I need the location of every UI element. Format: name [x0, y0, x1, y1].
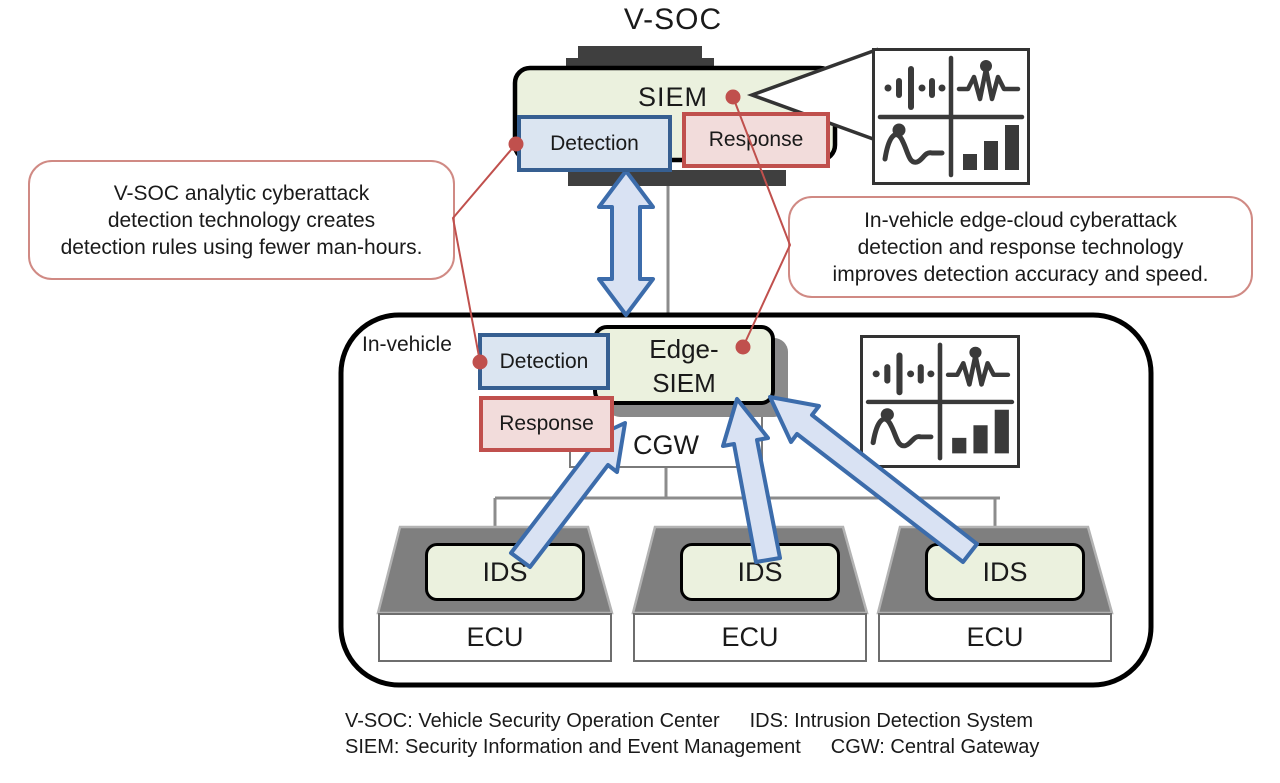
vehicle-detection-label: Detection — [499, 349, 589, 373]
ids1-box: IDS — [425, 543, 585, 601]
legend-cgw: CGW: Central Gateway — [830, 736, 1040, 758]
legend-row-2: SIEM: Security Information and Event Man… — [345, 734, 1039, 760]
vehicle-label: In-vehicle — [362, 333, 452, 356]
monitor-panel-2 — [860, 335, 1020, 468]
callout-left-line2: detection technology creates — [107, 208, 376, 232]
server-bottom-bar — [568, 170, 786, 186]
callout-left: V-SOC analytic cyberattack detection tec… — [28, 160, 455, 280]
callout-right-line2: detection and response technology — [857, 235, 1184, 259]
legend-siem: SIEM: Security Information and Event Man… — [345, 736, 801, 758]
ids3-label: IDS — [982, 556, 1028, 587]
ecu1-box: ECU — [378, 613, 612, 662]
edge-siem-label-line2: SIEM — [652, 368, 716, 398]
ecu2-box: ECU — [633, 613, 867, 662]
left-callout-connector-line — [451, 143, 517, 363]
ecu3-box: ECU — [878, 613, 1112, 662]
cgw-label: CGW — [633, 430, 699, 460]
edge-siem-label-line1: Edge- — [649, 334, 719, 364]
callout-right: In-vehicle edge-cloud cyberattack detect… — [788, 196, 1253, 298]
soc-response-label: Response — [708, 128, 804, 151]
callout-right-line1: In-vehicle edge-cloud cyberattack — [864, 208, 1177, 232]
monitor-panel-2-pointer — [775, 349, 866, 438]
monitor-panel-glyphs — [877, 55, 1025, 178]
soc-detection-box: Detection — [517, 115, 672, 172]
server-top-bar — [578, 46, 702, 61]
callout-left-line3: detection rules using fewer man-hours. — [60, 235, 423, 259]
callout-right-line3: improves detection accuracy and speed. — [832, 262, 1209, 286]
monitor-panel-1 — [872, 48, 1030, 185]
ecu3-label: ECU — [966, 622, 1024, 652]
legend-row-1: V-SOC: Vehicle Security Operation Center… — [345, 708, 1039, 734]
bar-chart-icon — [963, 125, 1019, 170]
vehicle-response-label: Response — [499, 412, 594, 435]
ids2-box: IDS — [680, 543, 840, 601]
edge-siem-box: Edge- SIEM — [593, 325, 775, 405]
soc-detection-label: Detection — [550, 131, 639, 155]
callout-left-line1: V-SOC analytic cyberattack — [113, 181, 370, 205]
ecg-peak-icon — [956, 60, 1021, 102]
monitor-panel-glyphs — [863, 338, 1017, 465]
siem-label: SIEM — [637, 81, 708, 112]
legend-ids: IDS: Intrusion Detection System — [749, 710, 1034, 732]
cloud-vehicle-double-arrow — [597, 169, 655, 317]
legend-vsoc: V-SOC: Vehicle Security Operation Center — [345, 710, 720, 732]
legend: V-SOC: Vehicle Security Operation Center… — [345, 708, 1039, 760]
vehicle-detection-box: Detection — [478, 333, 610, 390]
pulse-wave-icon — [882, 123, 945, 165]
page-title: V-SOC — [623, 3, 723, 36]
signal-bars-icon — [884, 66, 946, 110]
vehicle-response-box: Response — [479, 396, 614, 452]
ids3-box: IDS — [925, 543, 1085, 601]
ids1-label: IDS — [482, 556, 528, 587]
ecu1-label: ECU — [466, 622, 524, 652]
server-top-base-bar — [566, 58, 714, 72]
ecu2-label: ECU — [721, 622, 779, 652]
cgw-ecu-connectors — [493, 466, 1000, 530]
ids2-label: IDS — [737, 556, 783, 587]
soc-response-box: Response — [682, 112, 830, 168]
